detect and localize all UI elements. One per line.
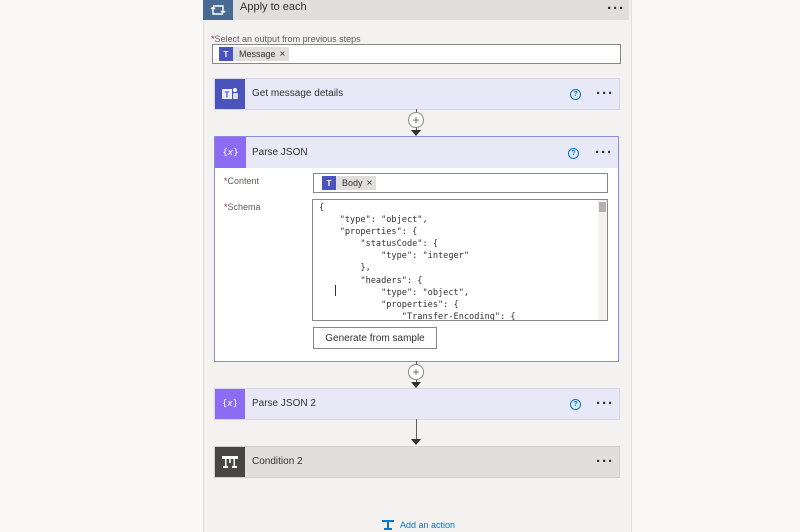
curly-braces-icon: {x} — [215, 389, 245, 419]
insert-step-button[interactable]: + — [408, 112, 424, 128]
insert-step-button[interactable]: + — [408, 364, 424, 380]
content-label: *Content — [224, 176, 260, 186]
text-cursor-icon — [335, 285, 336, 296]
parse-json-title: Parse JSON — [252, 147, 308, 158]
help-icon[interactable]: ? — [568, 148, 579, 159]
remove-token-icon[interactable]: × — [366, 177, 373, 189]
condition-2-card[interactable]: Condition 2 ··· — [214, 446, 620, 478]
schema-text: { "type": "object", "properties": { "sta… — [319, 203, 516, 321]
apply-to-each-title: Apply to each — [240, 1, 307, 13]
parse-json-more-menu[interactable]: ··· — [595, 144, 613, 161]
teams-icon: T — [219, 47, 233, 61]
help-icon[interactable]: ? — [570, 89, 581, 100]
generate-from-sample-button[interactable]: Generate from sample — [313, 327, 437, 349]
scroll-thumb[interactable] — [599, 202, 606, 212]
parse-json-2-more-menu[interactable]: ··· — [596, 395, 614, 412]
svg-text:T: T — [225, 91, 230, 100]
arrow-down-icon — [411, 382, 421, 388]
get-message-more-menu[interactable]: ··· — [596, 85, 614, 102]
apply-to-each-more-menu[interactable]: ··· — [607, 0, 625, 17]
body-token-label: Body — [342, 178, 363, 188]
arrow-down-icon — [411, 130, 421, 136]
schema-label: *Schema — [224, 202, 261, 212]
remove-token-icon[interactable]: × — [279, 48, 286, 60]
schema-scrollbar[interactable] — [598, 200, 607, 320]
body-token[interactable]: T Body × — [322, 176, 377, 190]
condition-2-title: Condition 2 — [252, 456, 303, 467]
apply-to-each-header[interactable]: Apply to each ··· — [203, 0, 629, 20]
teams-icon: T — [215, 79, 245, 109]
get-message-details-card[interactable]: T Get message details ? ··· — [214, 78, 620, 110]
parse-json-header[interactable]: {x} Parse JSON ? ··· — [215, 137, 618, 168]
select-output-field[interactable]: T Message × — [212, 44, 621, 64]
connector-line — [416, 419, 417, 441]
add-an-action-label: Add an action — [400, 520, 456, 530]
parse-json-2-title: Parse JSON 2 — [252, 398, 316, 409]
teams-icon: T — [322, 176, 336, 190]
add-an-action-button[interactable]: Add an action — [381, 519, 455, 531]
condition-icon — [215, 447, 245, 477]
schema-editor[interactable]: { "type": "object", "properties": { "sta… — [312, 199, 608, 321]
add-action-icon — [382, 520, 394, 530]
arrow-down-icon — [411, 439, 421, 445]
select-output-label: *Select an output from previous steps — [211, 34, 361, 44]
message-token-label: Message — [239, 49, 276, 59]
content-field[interactable]: T Body × — [313, 173, 608, 193]
condition-2-more-menu[interactable]: ··· — [596, 453, 614, 470]
curly-braces-icon: {x} — [215, 137, 246, 168]
message-token[interactable]: T Message × — [219, 47, 290, 61]
parse-json-2-card[interactable]: {x} Parse JSON 2 ? ··· — [214, 388, 620, 420]
get-message-details-title: Get message details — [252, 88, 344, 99]
loop-icon — [203, 0, 233, 20]
help-icon[interactable]: ? — [570, 399, 581, 410]
